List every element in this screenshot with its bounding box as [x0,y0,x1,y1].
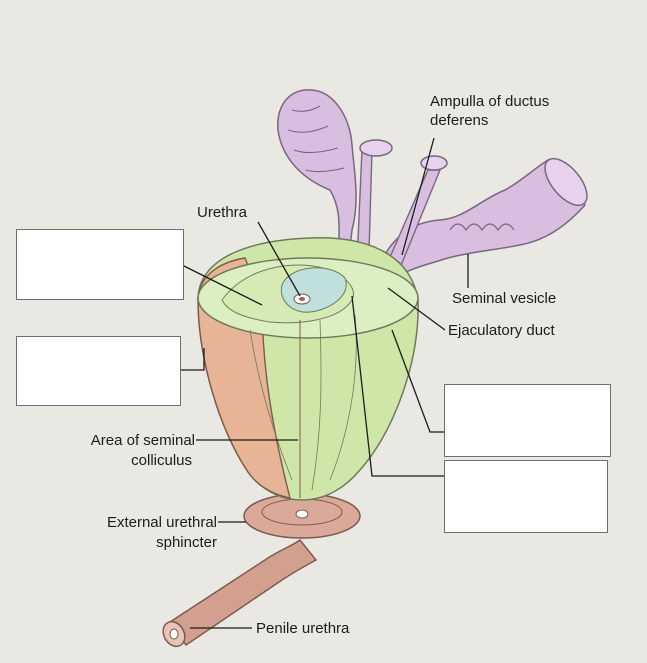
label-ampulla-line1: Ampulla of ductus [430,93,549,110]
answer-box-4[interactable] [444,460,608,533]
label-external-sphincter-line1: External urethral [40,514,217,531]
answer-box-2[interactable] [16,336,181,406]
leader-box2 [181,348,204,370]
label-seminal-vesicle: Seminal vesicle [452,290,556,307]
answer-box-3[interactable] [444,384,611,457]
label-ejaculatory-duct: Ejaculatory duct [448,322,555,339]
label-seminal-colliculus-line2: colliculus [40,452,192,469]
answer-box-1[interactable] [16,229,184,300]
label-seminal-colliculus-line1: Area of seminal [40,432,195,449]
label-urethra: Urethra [197,204,247,221]
label-penile-urethra: Penile urethra [256,620,349,637]
label-external-sphincter-line2: sphincter [40,534,217,551]
label-ampulla-line2: deferens [430,112,488,129]
